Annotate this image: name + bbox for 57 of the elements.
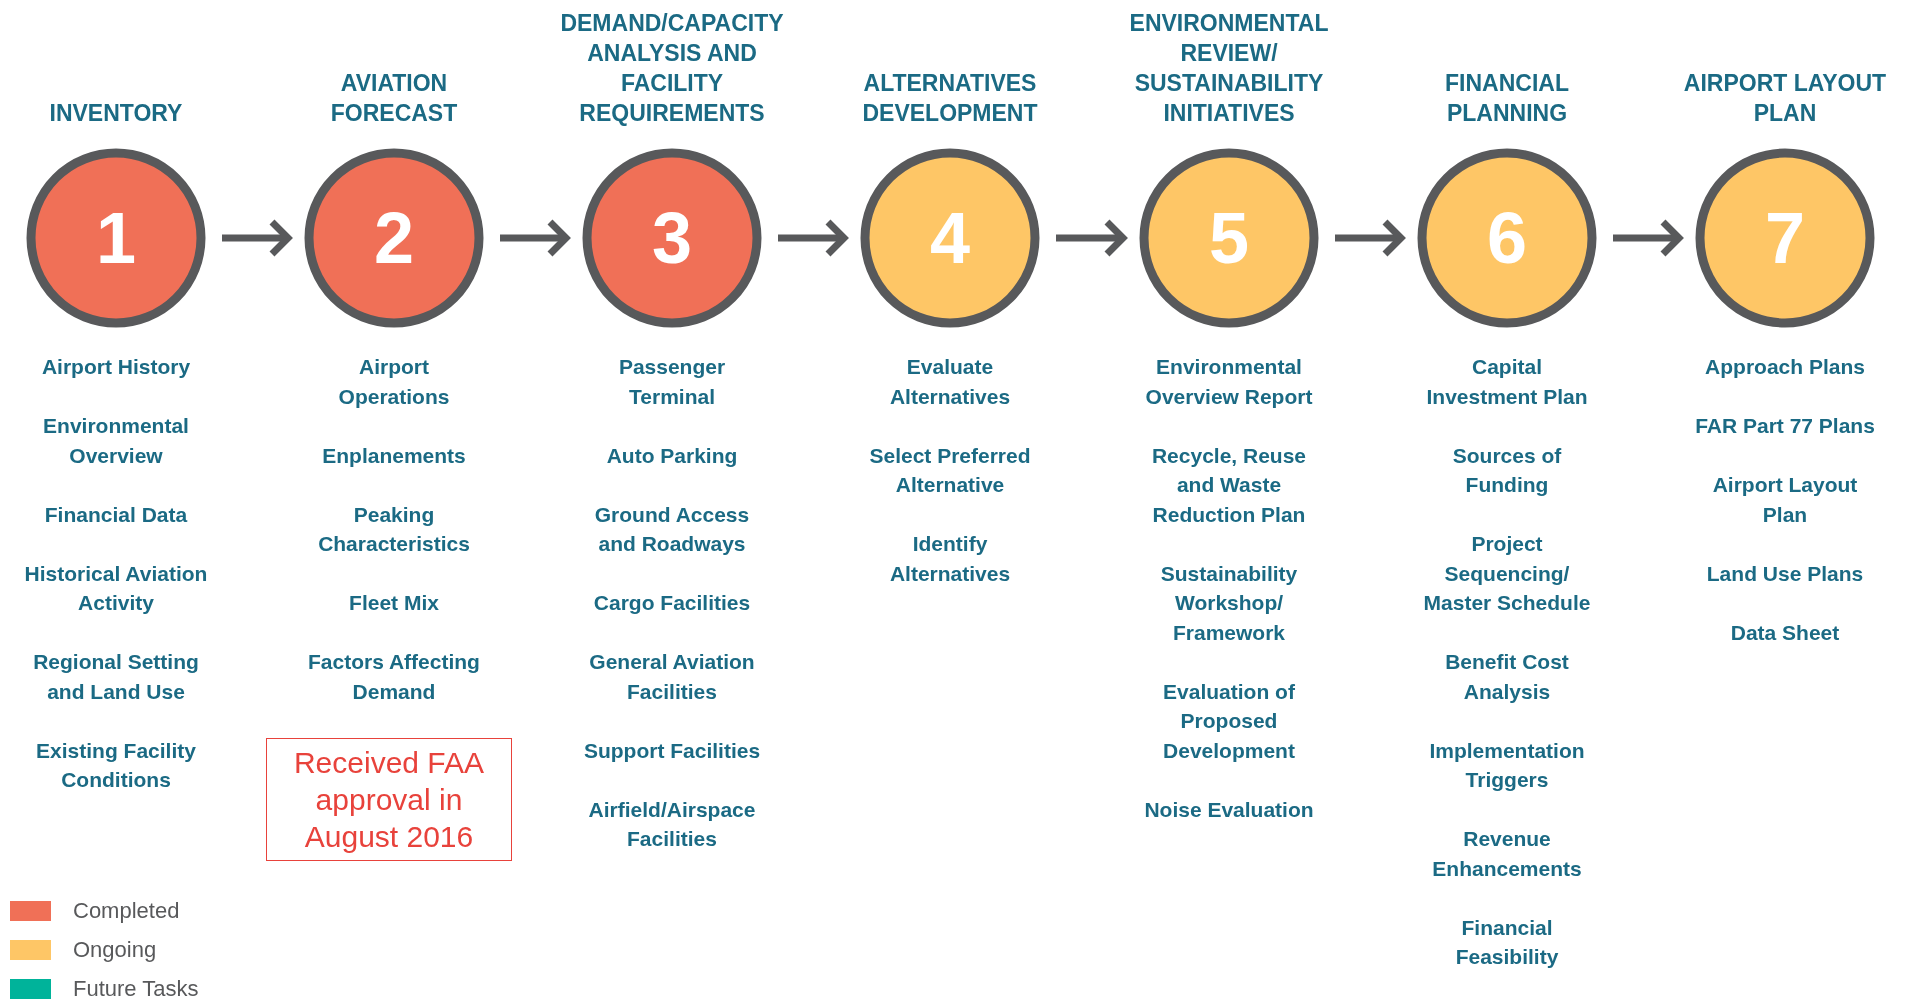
task-item: Financial Feasibility xyxy=(1454,914,1560,970)
task-item: Implementation Triggers xyxy=(1428,737,1586,793)
task-item: Ground Access and Roadways xyxy=(593,501,751,557)
task-item: Land Use Plans xyxy=(1706,560,1864,587)
step-heading: INVENTORY xyxy=(49,99,183,128)
note-box xyxy=(266,738,512,861)
task-item: General Aviation Facilities xyxy=(588,649,756,705)
step-number: 1 xyxy=(96,198,136,278)
step-number: 7 xyxy=(1765,198,1805,278)
task-item: Factors Affecting Demand xyxy=(307,649,481,705)
step-number: 6 xyxy=(1487,198,1527,278)
step-number: 3 xyxy=(652,198,692,278)
task-item: Support Facilities xyxy=(583,737,761,764)
task-item: Enplanements xyxy=(322,442,466,469)
step-heading: FINANCIAL PLANNING xyxy=(1444,69,1570,128)
legend-label: Ongoing xyxy=(73,937,157,963)
task-item: Data Sheet xyxy=(1730,619,1840,646)
task-item: Capital Investment Plan xyxy=(1425,354,1589,410)
task-item: Project Sequencing/ Master Schedule xyxy=(1422,531,1592,616)
step-number: 4 xyxy=(930,198,970,278)
legend-label: Future Tasks xyxy=(73,976,199,1000)
task-item: Fleet Mix xyxy=(349,590,439,616)
task-item: Recycle, Reuse and Waste Reduction Plan xyxy=(1150,442,1308,528)
task-item: Environmental Overview xyxy=(42,413,190,469)
task-item: Historical Aviation Activity xyxy=(23,560,209,616)
step-number: 5 xyxy=(1209,198,1249,278)
task-item: Sources of Funding xyxy=(1451,442,1563,498)
legend-label: Completed xyxy=(73,898,180,924)
task-item: Passenger Terminal xyxy=(617,354,727,410)
task-item: Airport Operations xyxy=(337,354,451,410)
step-number: 2 xyxy=(374,198,414,278)
task-item: Approach Plans xyxy=(1705,354,1865,380)
step-heading: AVIATION FORECAST xyxy=(329,69,459,128)
task-item: Existing Facility Conditions xyxy=(35,737,197,793)
task-item: Airport Layout Plan xyxy=(1711,472,1859,528)
task-item: Environmental Overview Report xyxy=(1144,354,1314,410)
note-text: Received FAA approval in August 2016 xyxy=(292,745,486,855)
task-item: Noise Evaluation xyxy=(1144,796,1314,823)
task-item: Identify Alternatives xyxy=(888,531,1012,587)
task-item: Evaluation of Proposed Development xyxy=(1162,678,1296,764)
task-item: Sustainability Workshop/ Framework xyxy=(1159,560,1299,646)
task-item: Cargo Facilities xyxy=(593,590,751,616)
task-item: Regional Setting and Land Use xyxy=(32,649,200,705)
task-item: Financial Data xyxy=(44,501,188,528)
task-item: Evaluate Alternatives xyxy=(888,354,1012,410)
task-item: Benefit Cost Analysis xyxy=(1444,649,1570,705)
task-item: FAR Part 77 Plans xyxy=(1695,413,1875,439)
step-heading: ENVIRONMENTAL REVIEW/ SUSTAINABILITY INITIATIVES xyxy=(1128,9,1330,128)
task-item: Revenue Enhancements xyxy=(1431,826,1583,882)
task-item: Select Preferred Alternative xyxy=(868,442,1032,498)
task-item: Auto Parking xyxy=(606,442,738,469)
task-item: Peaking Characteristics xyxy=(317,501,471,557)
task-item: Airfield/Airspace Facilities xyxy=(587,796,757,852)
step-heading: AIRPORT LAYOUT PLAN xyxy=(1682,69,1888,128)
step-heading: DEMAND/CAPACITY ANALYSIS AND FACILITY REQUIREMENTS xyxy=(559,9,785,128)
task-item: Airport History xyxy=(41,354,191,380)
step-heading: ALTERNATIVES DEVELOPMENT xyxy=(861,69,1039,128)
